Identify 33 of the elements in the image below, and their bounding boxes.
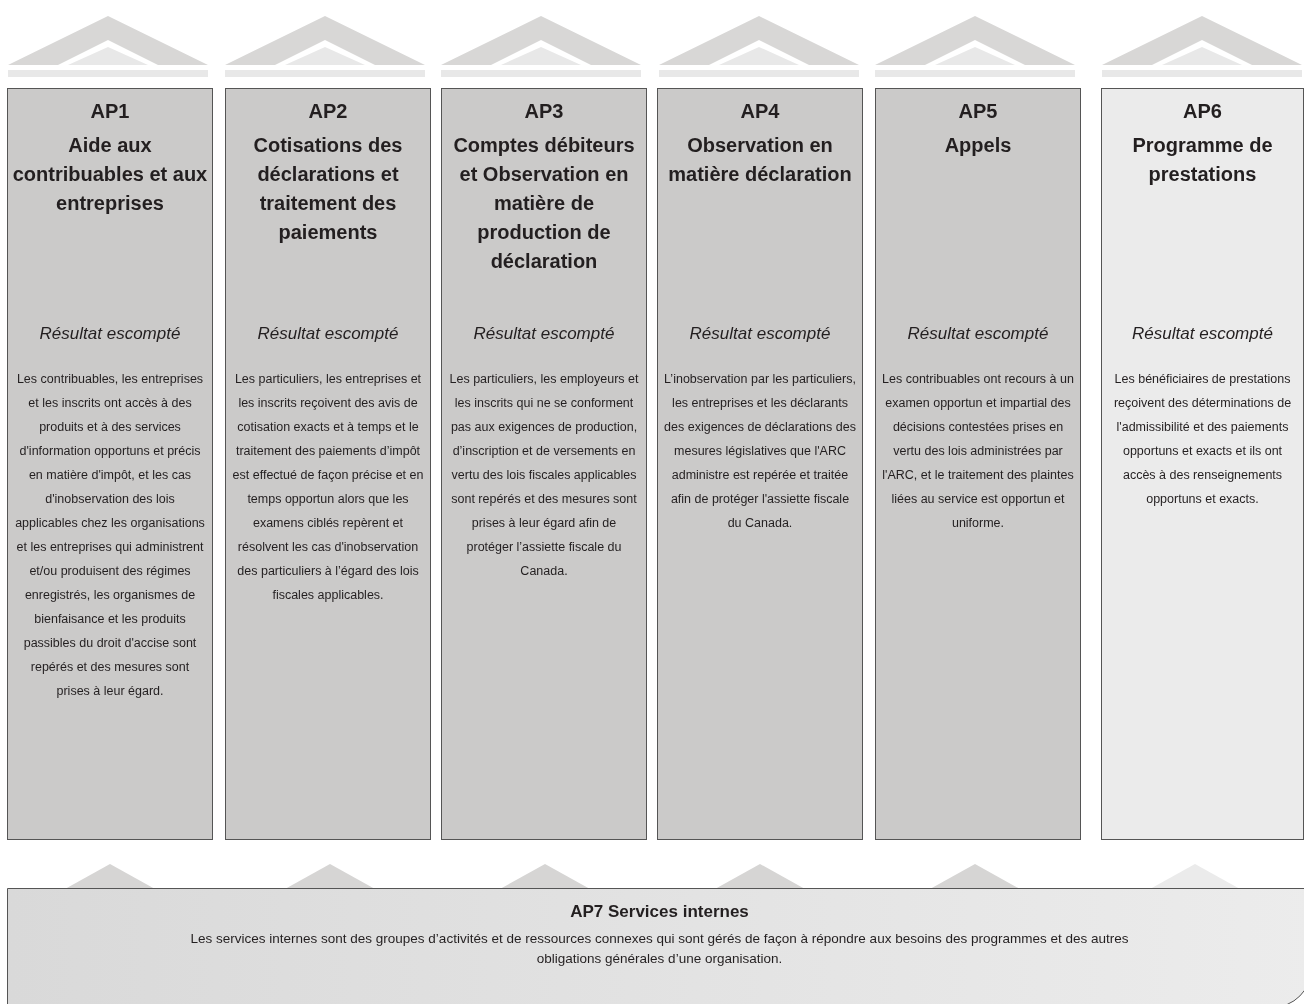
outcome-heading: Résultat escompté <box>689 323 831 345</box>
outcome-text: Les particuliers, les entreprises et les inscrits reçoivent des avis de cotisation exacts et à temps et le traitement des paiements d’impôt est effectué de façon précise et en temps opportun alors que les examens ciblés repèrent et résolvent les cas d'inobservation des particuliers à l’égard des lois fiscales applicables. <box>231 371 425 604</box>
program-code: AP3 <box>524 99 564 124</box>
program-title: Appels <box>944 133 1012 158</box>
outcome-text: Les bénéficiaires de prestations reçoivent des déterminations de l'admissibilité et des paiements opportuns et exacts et ils ont accès à des renseignements opportuns et exacts. <box>1112 371 1293 508</box>
program-title: Aide aux contribuables et aux entreprises <box>12 133 208 216</box>
program-title: Observation en matière déclaration <box>667 133 853 187</box>
pillar-box <box>1101 88 1304 840</box>
program-title: Programme de prestations <box>1131 133 1274 187</box>
pillar-box <box>875 88 1081 840</box>
program-code: AP5 <box>958 99 998 124</box>
pillar-box <box>441 88 647 840</box>
program-code: AP2 <box>308 99 348 124</box>
outcome-heading: Résultat escompté <box>473 323 615 345</box>
outcome-text: Les contribuables, les entreprises et les inscrits ont accès à des produits et à des services d'information opportuns et précis en matière d'impôt, et les cas d'inobservation des lois applicables chez les organisations et les entreprises qui administrent et/ou produisent des régimes enregistrés, les organismes de bienfaisance et les produits passibles du droit d'accise sont repérés et des mesures sont prises à leur égard. <box>14 371 206 700</box>
foundation-box <box>7 888 1304 1004</box>
program-title: Cotisations des déclarations et traitement des paiements <box>252 133 404 245</box>
foundation-text: Les services internes sont des groupes d’activités et de ressources connexes qui sont gérés de façon à répondre aux besoins des programmes et des autres obligations générales d’une organisation. <box>189 930 1130 968</box>
pillar-box <box>225 88 431 840</box>
outcome-heading: Résultat escompté <box>1132 323 1273 345</box>
program-code: AP6 <box>1183 99 1222 124</box>
program-code: AP4 <box>740 99 780 124</box>
outcome-text: L’inobservation par les particuliers, les entreprises et les déclarants des exigences de déclarations des mesures législatives que l'ARC administre est repérée et traitée afin de protéger l'assiette fiscale du Canada. <box>663 371 857 532</box>
program-title: Comptes débiteurs et Observation en matière de production de déclaration <box>452 133 636 274</box>
pillar-box <box>657 88 863 840</box>
outcome-text: Les contribuables ont recours à un examen opportun et impartial des décisions contestées prises en vertu des lois administrées par l'ARC, et le traitement des plaintes liées au service est opportun et uniforme. <box>881 371 1075 532</box>
outcome-heading: Résultat escompté <box>907 323 1049 345</box>
outcome-heading: Résultat escompté <box>39 323 181 345</box>
program-code: AP1 <box>90 99 130 124</box>
pillar-box <box>7 88 213 840</box>
foundation-title: AP7 Services internes <box>570 901 749 923</box>
outcome-text: Les particuliers, les employeurs et les inscrits qui ne se conforment pas aux exigences de production, d’inscription et de versements en vertu des lois fiscales applicables sont repérés et des mesures sont prises à leur égard afin de protéger l’assiette fiscale du Canada. <box>448 371 640 580</box>
outcome-heading: Résultat escompté <box>257 323 399 345</box>
